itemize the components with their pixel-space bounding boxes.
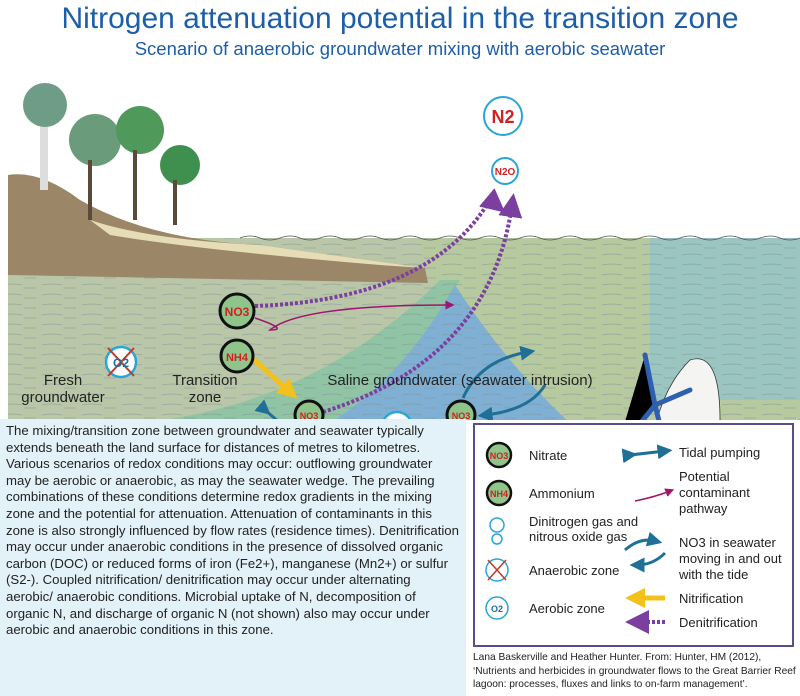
gas-icon <box>489 517 505 545</box>
svg-text:NO3: NO3 <box>300 411 319 420</box>
svg-text:NO3: NO3 <box>452 411 471 420</box>
tide-icon <box>629 551 667 573</box>
aerobic-icon: O2 <box>485 596 509 620</box>
credit-text: Lana Baskerville and Heather Hunter. Fro… <box>473 652 796 690</box>
page-title: Nitrogen attenuation potential in the tr… <box>61 2 739 35</box>
tide-arrow <box>477 384 547 420</box>
reef <box>656 358 800 420</box>
svg-text:O2: O2 <box>113 356 129 370</box>
tidal-pumping-icon <box>621 444 673 464</box>
denitrification-arrow <box>254 188 506 308</box>
diagram: N2 N2O NO3 NH4 NO3 NO3 O2 O2 <box>8 83 800 420</box>
anaerobic-o2-crossed-icon: O2 <box>104 345 138 379</box>
legend-anaerobic: Anaerobic zone <box>529 563 620 578</box>
zone-label-saline: Saline groundwater (seawater intrusion) <box>327 372 593 389</box>
ammonium-icon: NH4 <box>485 479 513 507</box>
legend-pathway: Potential contaminant pathway <box>679 469 750 516</box>
starfish-icon <box>625 352 693 420</box>
contaminant-pathway-arrow <box>254 300 455 331</box>
cross-icon <box>107 347 135 377</box>
ammonium-bubble: NH4 <box>219 338 255 374</box>
land-surface <box>8 174 428 283</box>
sea-surface <box>239 235 800 241</box>
svg-text:O2: O2 <box>491 604 503 614</box>
trees-icon <box>23 83 200 225</box>
zone-label-transition: Transition zone <box>172 372 238 406</box>
legend-nitrate: Nitrate <box>529 448 568 463</box>
legend-symbols: NO3 NH4 O2 <box>485 441 675 634</box>
legend-nitrification: Nitrification <box>679 591 744 606</box>
legend-tidal: Tidal pumping <box>679 445 761 460</box>
svg-text:N2O: N2O <box>495 167 516 178</box>
legend-denitrification: Denitrification <box>679 615 758 630</box>
n2o-bubble: N2O <box>491 157 519 185</box>
svg-text:NH4: NH4 <box>490 489 508 499</box>
description-text: The mixing/transition zone between groun… <box>0 419 466 696</box>
legend-aerobic: Aerobic zone <box>529 601 605 616</box>
legend: NO3 NH4 O2 Nitrate Ammonium Dinitrogen g… <box>473 423 794 647</box>
n2-bubble: N2 <box>483 96 523 136</box>
svg-text:NH4: NH4 <box>226 352 249 364</box>
contaminant-pathway-icon <box>634 488 675 502</box>
nitrification-arrow <box>250 356 298 399</box>
svg-text:NO3: NO3 <box>225 305 250 319</box>
nitrate-bubble: NO3 <box>218 292 256 330</box>
nitrate-icon: NO3 <box>485 441 513 469</box>
svg-text:NO3: NO3 <box>490 451 509 461</box>
tidal-pumping-arrow <box>254 399 306 420</box>
nitrate-bubble: NO3 <box>293 399 325 420</box>
anaerobic-icon <box>485 558 509 582</box>
legend-gases: Dinitrogen gas and nitrous oxide gas <box>529 514 639 544</box>
nitrate-bubble: NO3 <box>445 399 477 420</box>
svg-text:N2: N2 <box>491 107 514 127</box>
page-subtitle: Scenario of anaerobic groundwater mixing… <box>134 38 666 59</box>
legend-ammonium: Ammonium <box>529 486 595 501</box>
tide-icon <box>624 531 663 552</box>
zone-label-fresh: Fresh groundwater <box>21 372 105 406</box>
aerobic-o2-icon: O2 <box>382 410 412 420</box>
tide-arrow <box>461 345 536 399</box>
legend-no3-tide: NO3 in seawater moving in and out with t… <box>679 535 782 582</box>
